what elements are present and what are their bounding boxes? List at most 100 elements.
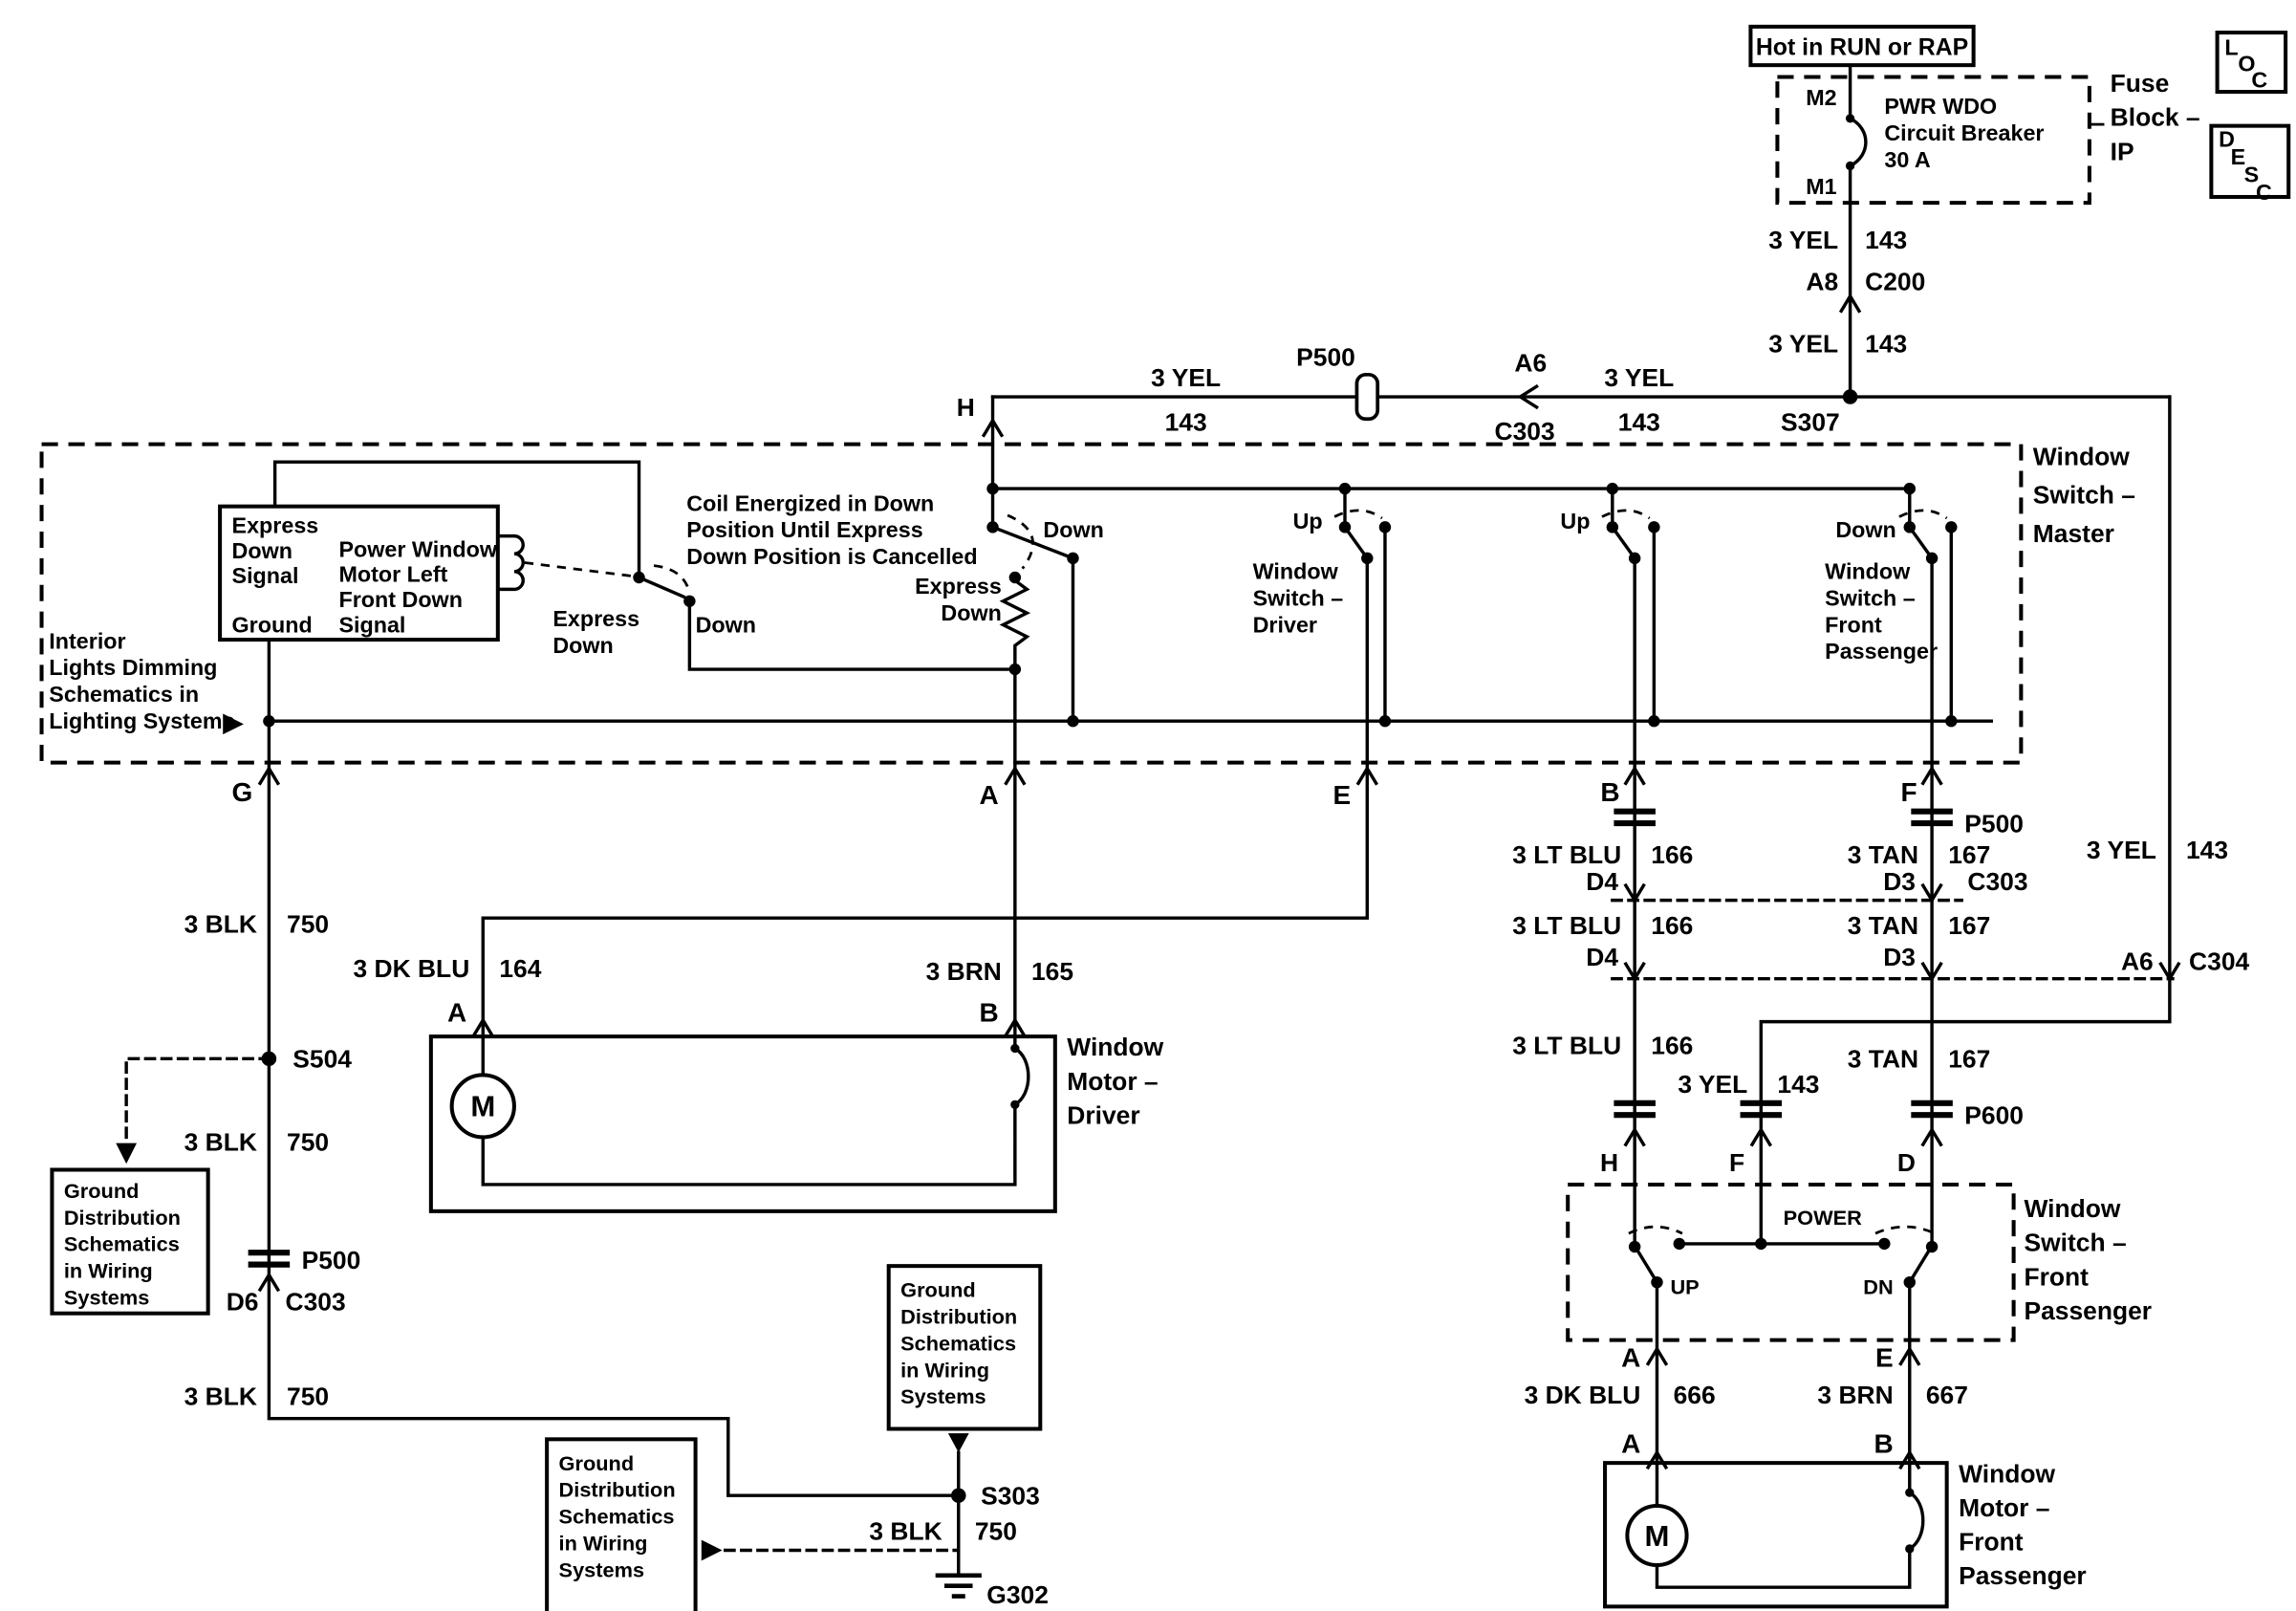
ground-g302-label: G302 <box>986 1580 1049 1609</box>
up-label: UP <box>1670 1275 1699 1299</box>
pin-a6: A6 <box>2121 947 2154 975</box>
breaker-name: 30 A <box>1884 147 1931 172</box>
pass-switch-label: Front <box>1825 612 1882 637</box>
down-label: Down <box>1835 517 1895 542</box>
dot <box>1905 1544 1915 1554</box>
fuse-block-label: Fuse <box>2111 69 2170 98</box>
wire-color: 3 LT BLU <box>1512 911 1621 940</box>
passenger-switch-title: Window <box>2024 1194 2120 1223</box>
interior-ref: Lighting Systems <box>49 708 234 733</box>
connector-p500-label: P500 <box>1964 809 2024 838</box>
switch-arc <box>1898 509 1948 520</box>
switch-arm <box>1907 1246 1933 1285</box>
loc-letter: C <box>2251 67 2267 92</box>
reference-arrow <box>223 713 244 735</box>
coil-note: Position Until Express <box>686 517 922 542</box>
pin-f: F <box>1729 1148 1744 1177</box>
reference-wire <box>124 1056 271 1143</box>
ground-ref-box <box>50 1167 210 1316</box>
dot <box>1845 161 1855 171</box>
loc-letter: O <box>2238 51 2255 76</box>
motor-breaker <box>1907 1490 1925 1552</box>
connector-chevron <box>1517 383 1539 410</box>
wire-circuit: 750 <box>287 1127 329 1156</box>
wire-circuit: 143 <box>1618 408 1660 437</box>
power-label: POWER <box>1784 1206 1863 1230</box>
wire-circuit: 750 <box>975 1517 1017 1546</box>
pin-e: E <box>1875 1343 1894 1373</box>
desc-letter: D <box>2219 126 2235 151</box>
interior-ref: Schematics in <box>49 682 199 707</box>
splice-s303-label: S303 <box>981 1482 1040 1511</box>
pin-d3: D3 <box>1883 867 1916 896</box>
relay-coil <box>496 533 525 592</box>
reference-boxes: Ground Distribution Schematics in Wiring… <box>50 1167 1043 1611</box>
pin-d4: D4 <box>1586 867 1618 896</box>
wire-color: 3 YEL <box>1768 330 1838 359</box>
driver-motor-title: Motor – <box>1067 1067 1158 1096</box>
dot <box>1648 715 1660 728</box>
passenger-switch-box <box>1566 1182 2016 1342</box>
passenger-switch-title: Front <box>2024 1262 2089 1291</box>
master-switch-title: Window <box>2033 442 2130 470</box>
connector-c200: C200 <box>1865 268 1925 296</box>
wire <box>1655 1280 1912 1465</box>
connector-chevron <box>1623 882 1943 903</box>
ground-ref-line: Distribution <box>900 1305 1017 1329</box>
wire-circuit: 166 <box>1651 1032 1693 1060</box>
driver-switch-label: Driver <box>1253 612 1317 637</box>
wire-color: 3 BRN <box>926 957 1002 986</box>
wire-circuit: 167 <box>1948 1045 1990 1074</box>
coil-note: Down Position is Cancelled <box>686 544 977 569</box>
pin-m1: M1 <box>1806 174 1836 199</box>
motor-breaker <box>1012 1046 1030 1107</box>
dot <box>1845 114 1855 123</box>
interior-ref: Lights Dimming <box>49 655 217 680</box>
wire-color: 3 YEL <box>1151 363 1221 392</box>
ground-ref-line: Schematics <box>64 1232 180 1256</box>
desc-letter: S <box>2244 163 2260 187</box>
splice-p500-symbol <box>1354 372 1380 422</box>
master-switch-title: Switch – <box>2033 481 2135 510</box>
pin-g: G <box>232 777 253 807</box>
wire-circuit: 143 <box>1865 226 1907 254</box>
connector-chevron <box>1623 961 2181 983</box>
ground-ref-line: Ground <box>64 1179 140 1203</box>
motor-m: M <box>470 1090 495 1123</box>
reference-arrow <box>701 1539 723 1561</box>
pin-d4: D4 <box>1586 943 1618 971</box>
pin-h: H <box>957 393 975 422</box>
wire-circuit: 143 <box>1165 408 1207 437</box>
wire-color: 3 BRN <box>1817 1381 1893 1409</box>
module-label: Front Down <box>338 587 462 612</box>
passenger-switch: Window Switch – Front Passenger POWER UP… <box>1525 1182 2152 1470</box>
wire-color: 3 BLK <box>184 1382 257 1411</box>
passenger-motor-title: Motor – <box>1959 1493 2049 1522</box>
pin-a: A <box>1621 1343 1640 1373</box>
passenger-motor-title: Front <box>1959 1528 2024 1557</box>
driver-motor-box <box>428 1034 1057 1213</box>
connector-chevron <box>257 765 1943 786</box>
wire <box>1365 525 1387 765</box>
ground-ref-line: Distribution <box>64 1206 181 1230</box>
pin-h: H <box>1600 1148 1618 1177</box>
pin-d6: D6 <box>227 1288 259 1317</box>
ground-ref-line: Systems <box>64 1285 150 1309</box>
splice-s307-label: S307 <box>1781 408 1840 437</box>
wire-circuit: 750 <box>287 910 329 939</box>
wire-circuit: 143 <box>1777 1070 1819 1099</box>
pin-a: A <box>1621 1428 1640 1458</box>
module-label: Motor Left <box>338 562 447 587</box>
pin-a8: A8 <box>1806 268 1838 296</box>
switch-arm <box>1907 524 1935 561</box>
driver-switch-label: Switch – <box>1253 585 1344 610</box>
contact <box>1008 571 1022 584</box>
pin-a: A <box>980 780 999 810</box>
wire-color: 3 BLK <box>184 1127 257 1156</box>
wire-color: 3 TAN <box>1848 911 1918 940</box>
connector-bars <box>1614 1099 1953 1119</box>
dot <box>1067 715 1079 728</box>
passenger-motor-box <box>1603 1461 1949 1609</box>
pass-switch-label: Window <box>1825 559 1911 584</box>
